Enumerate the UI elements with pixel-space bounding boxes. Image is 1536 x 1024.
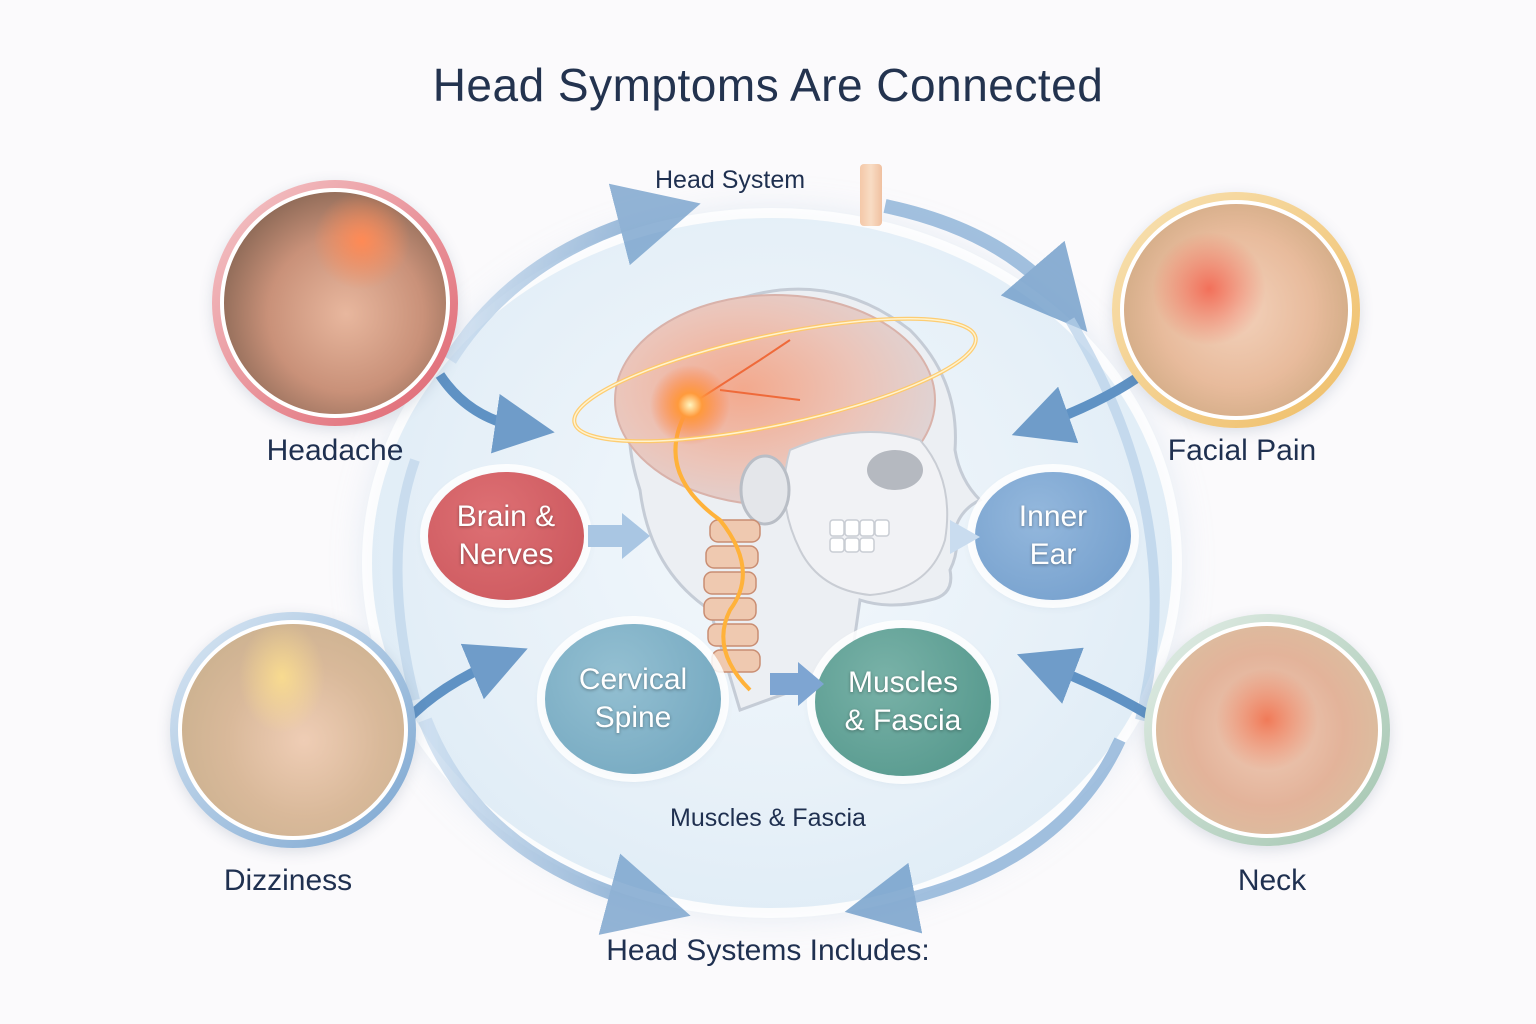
curved-arrow-icon xyxy=(418,717,691,935)
symptom-neck-label: Neck xyxy=(1237,864,1307,897)
symptom-neck-photo xyxy=(1144,614,1390,846)
symptom-facial-pain-photo xyxy=(1112,192,1360,428)
block-arrow-icon xyxy=(950,520,980,554)
system-inner-ear: Inner Ear xyxy=(975,472,1131,600)
curved-arrow-icon xyxy=(444,183,701,364)
system-cervical-spine-line2: Spine xyxy=(594,701,672,734)
system-cervical-spine-line1: Cervical xyxy=(578,663,688,696)
hand-on-neck-image xyxy=(1152,622,1382,838)
symptom-headache-label: Headache xyxy=(266,434,404,467)
curved-arrow-icon xyxy=(883,199,1088,332)
woman-forehead-pain-image xyxy=(220,188,450,418)
system-muscles-fascia-line1: Muscles xyxy=(847,666,959,699)
system-cervical-spine: Cervical Spine xyxy=(545,624,721,774)
system-brain-nerves: Brain & Nerves xyxy=(428,472,584,600)
system-muscles-fascia: Muscles & Fascia xyxy=(815,628,991,776)
system-inner-ear-line2: Ear xyxy=(1029,538,1077,571)
head-system-label: Head System xyxy=(655,166,806,194)
system-brain-nerves-line2: Nerves xyxy=(458,538,554,571)
system-inner-ear-line1: Inner xyxy=(1018,500,1088,533)
head-illustration xyxy=(572,287,983,712)
system-muscles-fascia-line2: & Fascia xyxy=(844,704,962,737)
symptom-dizziness-photo xyxy=(170,612,416,848)
curved-arrow-icon xyxy=(401,643,528,726)
system-brain-nerves-line1: Brain & xyxy=(456,500,556,533)
pain-burst-icon xyxy=(650,365,730,445)
symptom-facial-pain-label: Facial Pain xyxy=(1167,434,1317,467)
woman-jaw-pain-image xyxy=(1120,200,1352,420)
muscles-fascia-caption: Muscles & Fascia xyxy=(670,804,866,832)
block-arrow-icon xyxy=(770,662,824,706)
curved-arrow-icon xyxy=(844,737,1126,934)
spine-marker-icon xyxy=(860,164,882,226)
symptom-dizziness-label: Dizziness xyxy=(223,864,353,897)
block-arrow-icon xyxy=(588,513,650,559)
woman-temple-swirl-image xyxy=(178,620,408,840)
symptom-headache-photo xyxy=(212,180,458,426)
curved-arrow-icon xyxy=(435,372,555,454)
head-systems-includes-label: Head Systems Includes: xyxy=(606,934,930,967)
page-title: Head Symptoms Are Connected xyxy=(432,59,1104,111)
